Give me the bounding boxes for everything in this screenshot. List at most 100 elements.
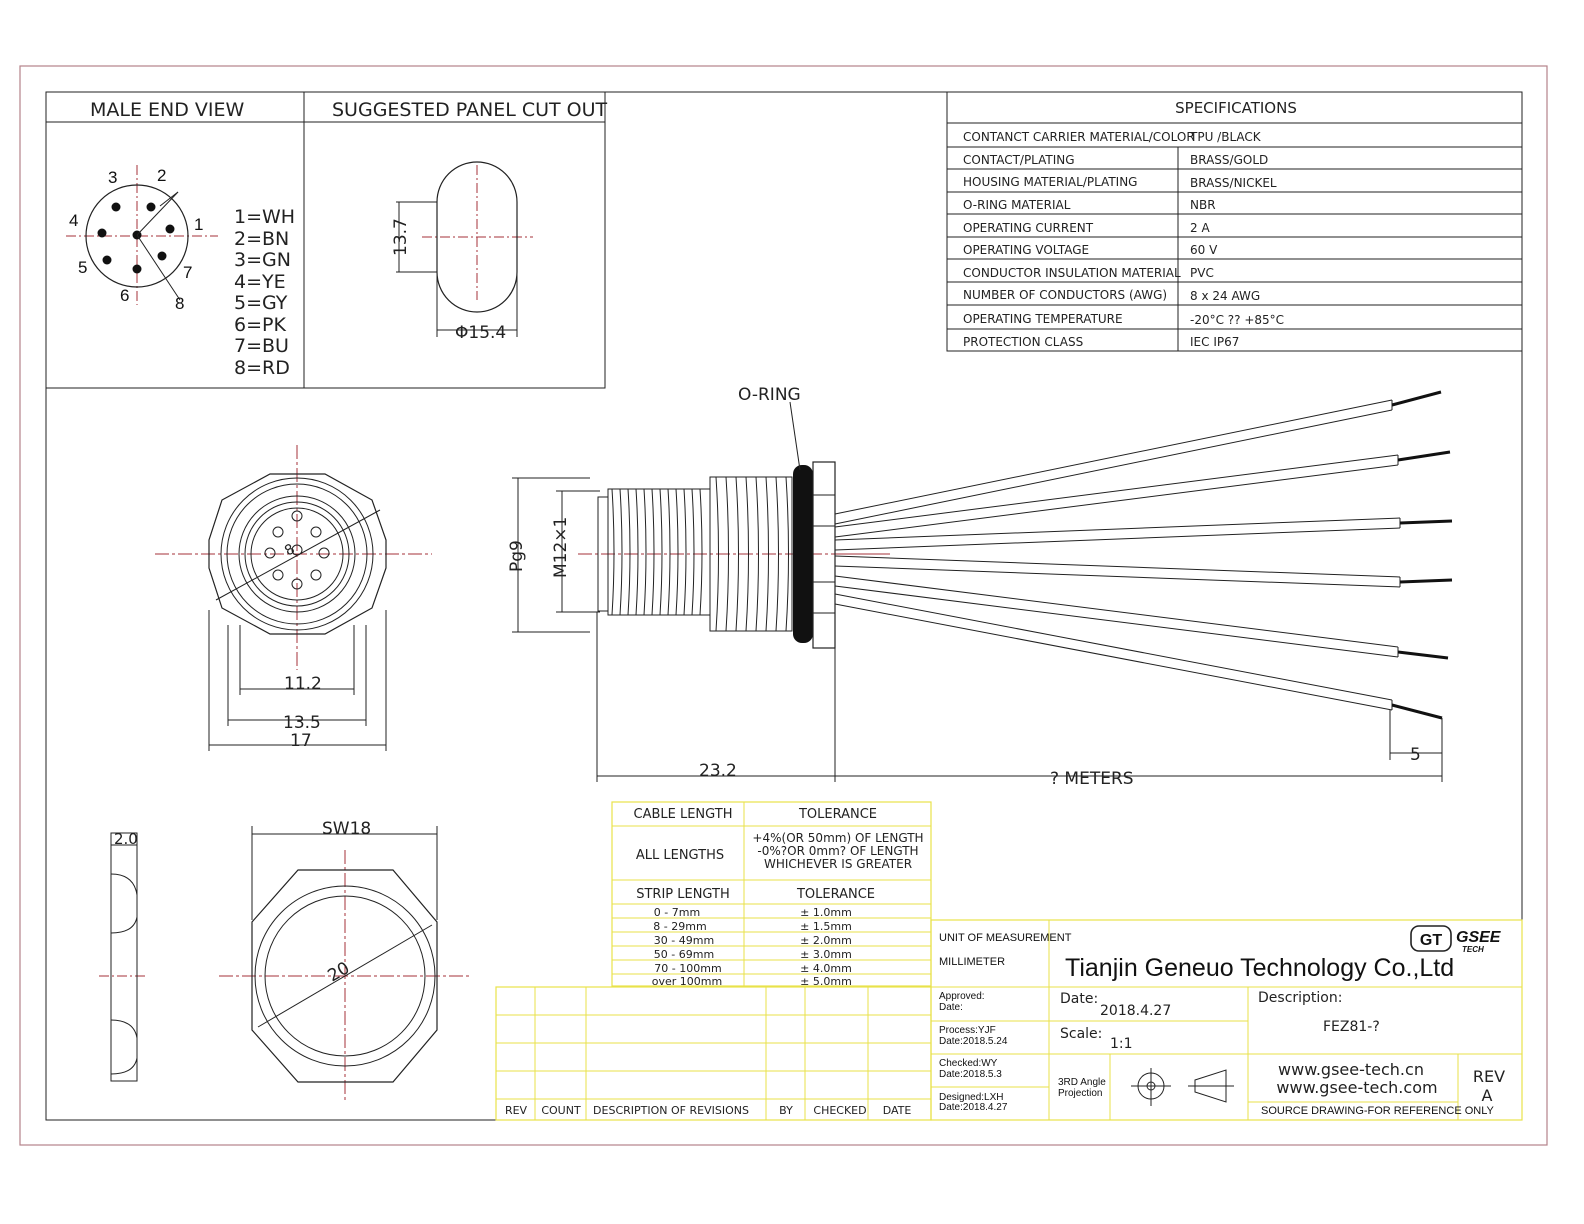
approved-date-label: Date:: [939, 1002, 963, 1013]
side-view: [512, 390, 1453, 782]
dim-nut-diameter: 20: [325, 958, 354, 986]
process-label: Process:YJF: [939, 1025, 996, 1036]
tol-header-strip: STRIP LENGTH: [636, 887, 730, 902]
tol-strip-tol-0: ± 1.0mm: [800, 906, 852, 919]
company-logo: GT GSEE TECH: [1410, 925, 1502, 954]
revision-table: REV COUNT DESCRIPTION OF REVISIONS BY CH…: [495, 986, 932, 1121]
spec-value-7: 8 x 24 AWG: [1190, 289, 1260, 303]
spec-label-7: NUMBER OF CONDUCTORS (AWG): [963, 288, 1167, 302]
pin-number-7: 7: [183, 263, 192, 282]
spec-value-5: 60 V: [1190, 243, 1218, 257]
dim-nut-thickness: 2.0: [114, 830, 138, 848]
o-ring-label: O-RING: [738, 385, 801, 405]
tol-strip-tol-5: ± 5.0mm: [800, 975, 852, 988]
designed-label: Designed:LXH: [939, 1092, 1003, 1103]
cutout-height-dim: 13.7: [391, 218, 411, 256]
cutout-diameter-dim: Φ15.4: [455, 323, 506, 343]
date-label: Date:: [1060, 991, 1098, 1007]
pin-number-6: 6: [120, 286, 129, 305]
dim-pg9: Pg9: [507, 540, 527, 572]
tol-header-cable: CABLE LENGTH: [634, 807, 733, 822]
logo-sub: TECH: [1462, 945, 1484, 954]
pin-number-2: 2: [157, 166, 166, 185]
tol-strip-len-3: 50 - 69mm: [654, 948, 714, 961]
pin-number-8: 8: [175, 294, 184, 313]
wire-color-5: 5=GY: [234, 292, 288, 314]
tol-strip-tol-1: ± 1.5mm: [800, 920, 852, 933]
company-name: Tianjin Geneuo Technology Co.,Ltd: [1065, 954, 1454, 982]
description-value: FEZ81-?: [1323, 1019, 1380, 1035]
rev-header-by: BY: [779, 1104, 793, 1117]
specifications-title: SPECIFICATIONS: [1175, 99, 1297, 117]
wire-color-2: 2=BN: [234, 228, 289, 250]
date-value: 2018.4.27: [1100, 1003, 1171, 1019]
wire-color-3: 3=GN: [234, 249, 291, 271]
wire-color-6: 6=PK: [234, 314, 286, 336]
spec-label-8: OPERATING TEMPERATURE: [963, 312, 1123, 326]
tol-strip-len-5: over 100mm: [652, 975, 722, 988]
dim-thread: M12×1: [551, 517, 571, 578]
spec-label-4: OPERATING CURRENT: [963, 221, 1094, 235]
nut-front-view: [219, 826, 470, 1102]
third-angle-projection-icon: [1131, 1068, 1234, 1106]
spec-label-6: CONDUCTOR INSULATION MATERIAL: [963, 266, 1181, 280]
wire-color-legend: 1=WH 2=BN 3=GN 4=YE 5=GY 6=PK 7=BU 8=RD: [234, 206, 295, 379]
spec-label-0: CONTANCT CARRIER MATERIAL/COLOR: [963, 130, 1195, 144]
tolerance-table: CABLE LENGTH TOLERANCE ALL LENGTHS +4%(O…: [611, 801, 932, 988]
dim-front-inner: 11.2: [284, 674, 322, 694]
scale-label: Scale:: [1060, 1026, 1102, 1042]
unit-of-measurement-label: UNIT OF MEASUREMENT: [939, 932, 1072, 944]
tol-strip-tol-4: ± 4.0mm: [800, 962, 852, 975]
spec-value-9: IEC IP67: [1190, 335, 1239, 349]
panel-cut-out-title: SUGGESTED PANEL CUT OUT: [332, 99, 608, 121]
rev-label: REV: [1473, 1067, 1505, 1086]
tol-all-line-1: +4%(OR 50mm) OF LENGTH: [752, 831, 923, 845]
tol-all-line-3: WHICHEVER IS GREATER: [764, 857, 912, 871]
male-end-view-title: MALE END VIEW: [90, 99, 245, 121]
pin-number-5: 5: [78, 258, 87, 277]
tol-all-line-2: -0%?OR 0mm? OF LENGTH: [757, 844, 918, 858]
spec-label-9: PROTECTION CLASS: [963, 335, 1083, 349]
checked-label: Checked:WY: [939, 1058, 998, 1069]
front-view: [155, 445, 432, 751]
pin-diagram: [66, 165, 218, 305]
spec-value-4: 2 A: [1190, 221, 1210, 235]
rev-header-date: DATE: [883, 1104, 912, 1117]
spec-label-1: CONTACT/PLATING: [963, 153, 1075, 167]
spec-label-3: O-RING MATERIAL: [963, 198, 1071, 212]
tol-header-tolerance: TOLERANCE: [798, 807, 877, 822]
tol-strip-tol-3: ± 3.0mm: [800, 948, 852, 961]
tol-header-strip-tolerance: TOLERANCE: [796, 887, 875, 902]
dim-body-length: 23.2: [699, 761, 737, 781]
wire-color-4: 4=YE: [234, 271, 286, 293]
source-drawing-note: SOURCE DRAWING-FOR REFERENCE ONLY: [1261, 1105, 1495, 1117]
spec-value-2: BRASS/NICKEL: [1190, 176, 1277, 190]
projection-line-1: 3RD Angle: [1058, 1077, 1106, 1088]
spec-value-8: -20°C ?? +85°C: [1190, 313, 1284, 327]
designed-date: Date:2018.4.27: [939, 1102, 1008, 1113]
outer-frame: [19, 65, 1548, 1146]
tol-strip-len-1: 8 - 29mm: [653, 920, 706, 933]
tol-strip-tol-2: ± 2.0mm: [800, 934, 852, 947]
rev-header-rev: REV: [505, 1104, 528, 1117]
description-label: Description:: [1258, 990, 1342, 1006]
rev-header-description: DESCRIPTION OF REVISIONS: [593, 1104, 749, 1117]
tol-strip-len-2: 30 - 49mm: [654, 934, 714, 947]
dim-spanner-width: SW18: [322, 819, 371, 839]
scale-value: 1:1: [1110, 1036, 1133, 1052]
logo-gt: GT: [1420, 932, 1442, 949]
tol-strip-len-0: 0 - 7mm: [654, 906, 700, 919]
panel-cut-out-drawing: [396, 161, 533, 337]
rev-header-count: COUNT: [541, 1104, 581, 1117]
spec-label-5: OPERATING VOLTAGE: [963, 243, 1089, 257]
rev-header-checked: CHECKED: [813, 1104, 866, 1117]
rev-value: A: [1482, 1086, 1493, 1105]
checked-date: Date:2018.5.3: [939, 1069, 1002, 1080]
pin-number-1: 1: [194, 215, 203, 234]
approved-label: Approved:: [939, 991, 985, 1002]
process-date: Date:2018.5.24: [939, 1036, 1008, 1047]
pin-number-4: 4: [69, 211, 78, 230]
dim-cable-length: ? METERS: [1050, 769, 1134, 789]
dim-front-mid: 13.5: [283, 713, 321, 733]
